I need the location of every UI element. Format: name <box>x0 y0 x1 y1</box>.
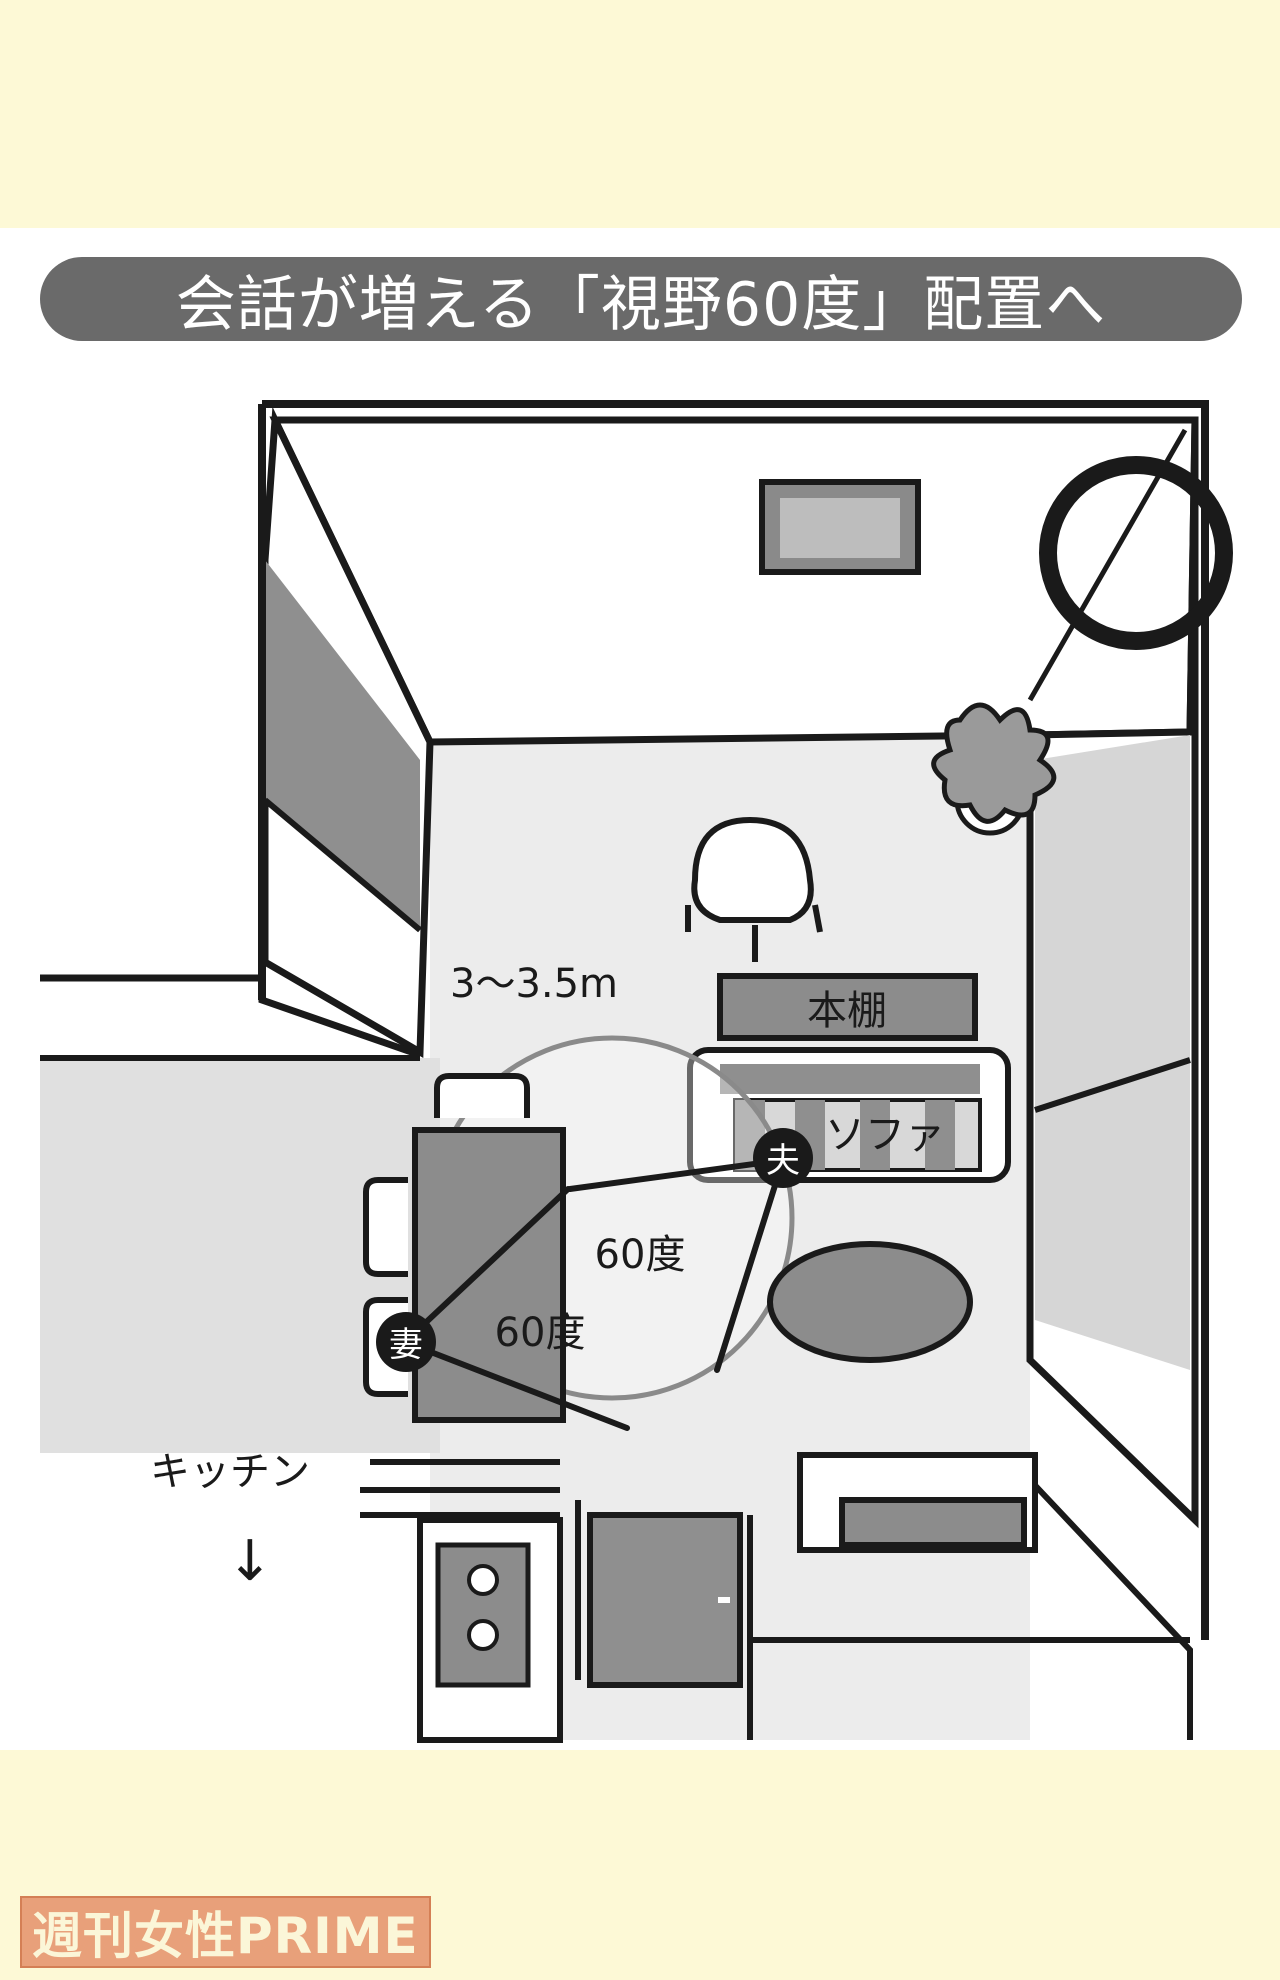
husband-marker <box>753 1128 813 1188</box>
kitchen-label: キッチン <box>150 1449 310 1495</box>
ring-lamp-highlight <box>1039 456 1233 650</box>
husband-label: 夫 <box>766 1141 800 1181</box>
watermark-logo: 週刊女性PRIME <box>20 1896 431 1968</box>
corridor-wall-top <box>40 974 422 1059</box>
outer-wall-top <box>262 400 1209 742</box>
angle-label-wife: 60度 <box>495 1310 586 1356</box>
title-banner: 会話が増える「視野60度」配置へ <box>40 257 1242 341</box>
left-wall-window <box>265 560 420 930</box>
bookshelf-label: 本棚 <box>807 988 887 1034</box>
wife-marker <box>376 1312 436 1372</box>
kitchen-area <box>360 1459 1190 1743</box>
distance-label: 3〜3.5m <box>450 961 618 1007</box>
plant <box>931 702 1057 836</box>
coffee-table <box>767 1241 973 1363</box>
right-wall-window <box>1035 735 1190 1370</box>
wall-picture-inner <box>780 498 900 558</box>
window-mullion <box>1034 1057 1191 1113</box>
wife-label: 妻 <box>389 1325 423 1365</box>
right-wall-lower-edge <box>1027 1477 1193 1740</box>
sight-lines <box>402 1157 786 1431</box>
sofa-label: ソファ <box>825 1112 945 1158</box>
page-title: 会話が増える「視野60度」配置へ <box>175 269 1107 340</box>
angle-label-husband: 60度 <box>595 1232 686 1278</box>
wall-edge <box>263 797 422 933</box>
tv-stand <box>797 1452 1038 1553</box>
kitchen-arrow: ↓ <box>227 1529 274 1594</box>
armchair <box>685 816 823 962</box>
bookshelf <box>717 973 978 1041</box>
